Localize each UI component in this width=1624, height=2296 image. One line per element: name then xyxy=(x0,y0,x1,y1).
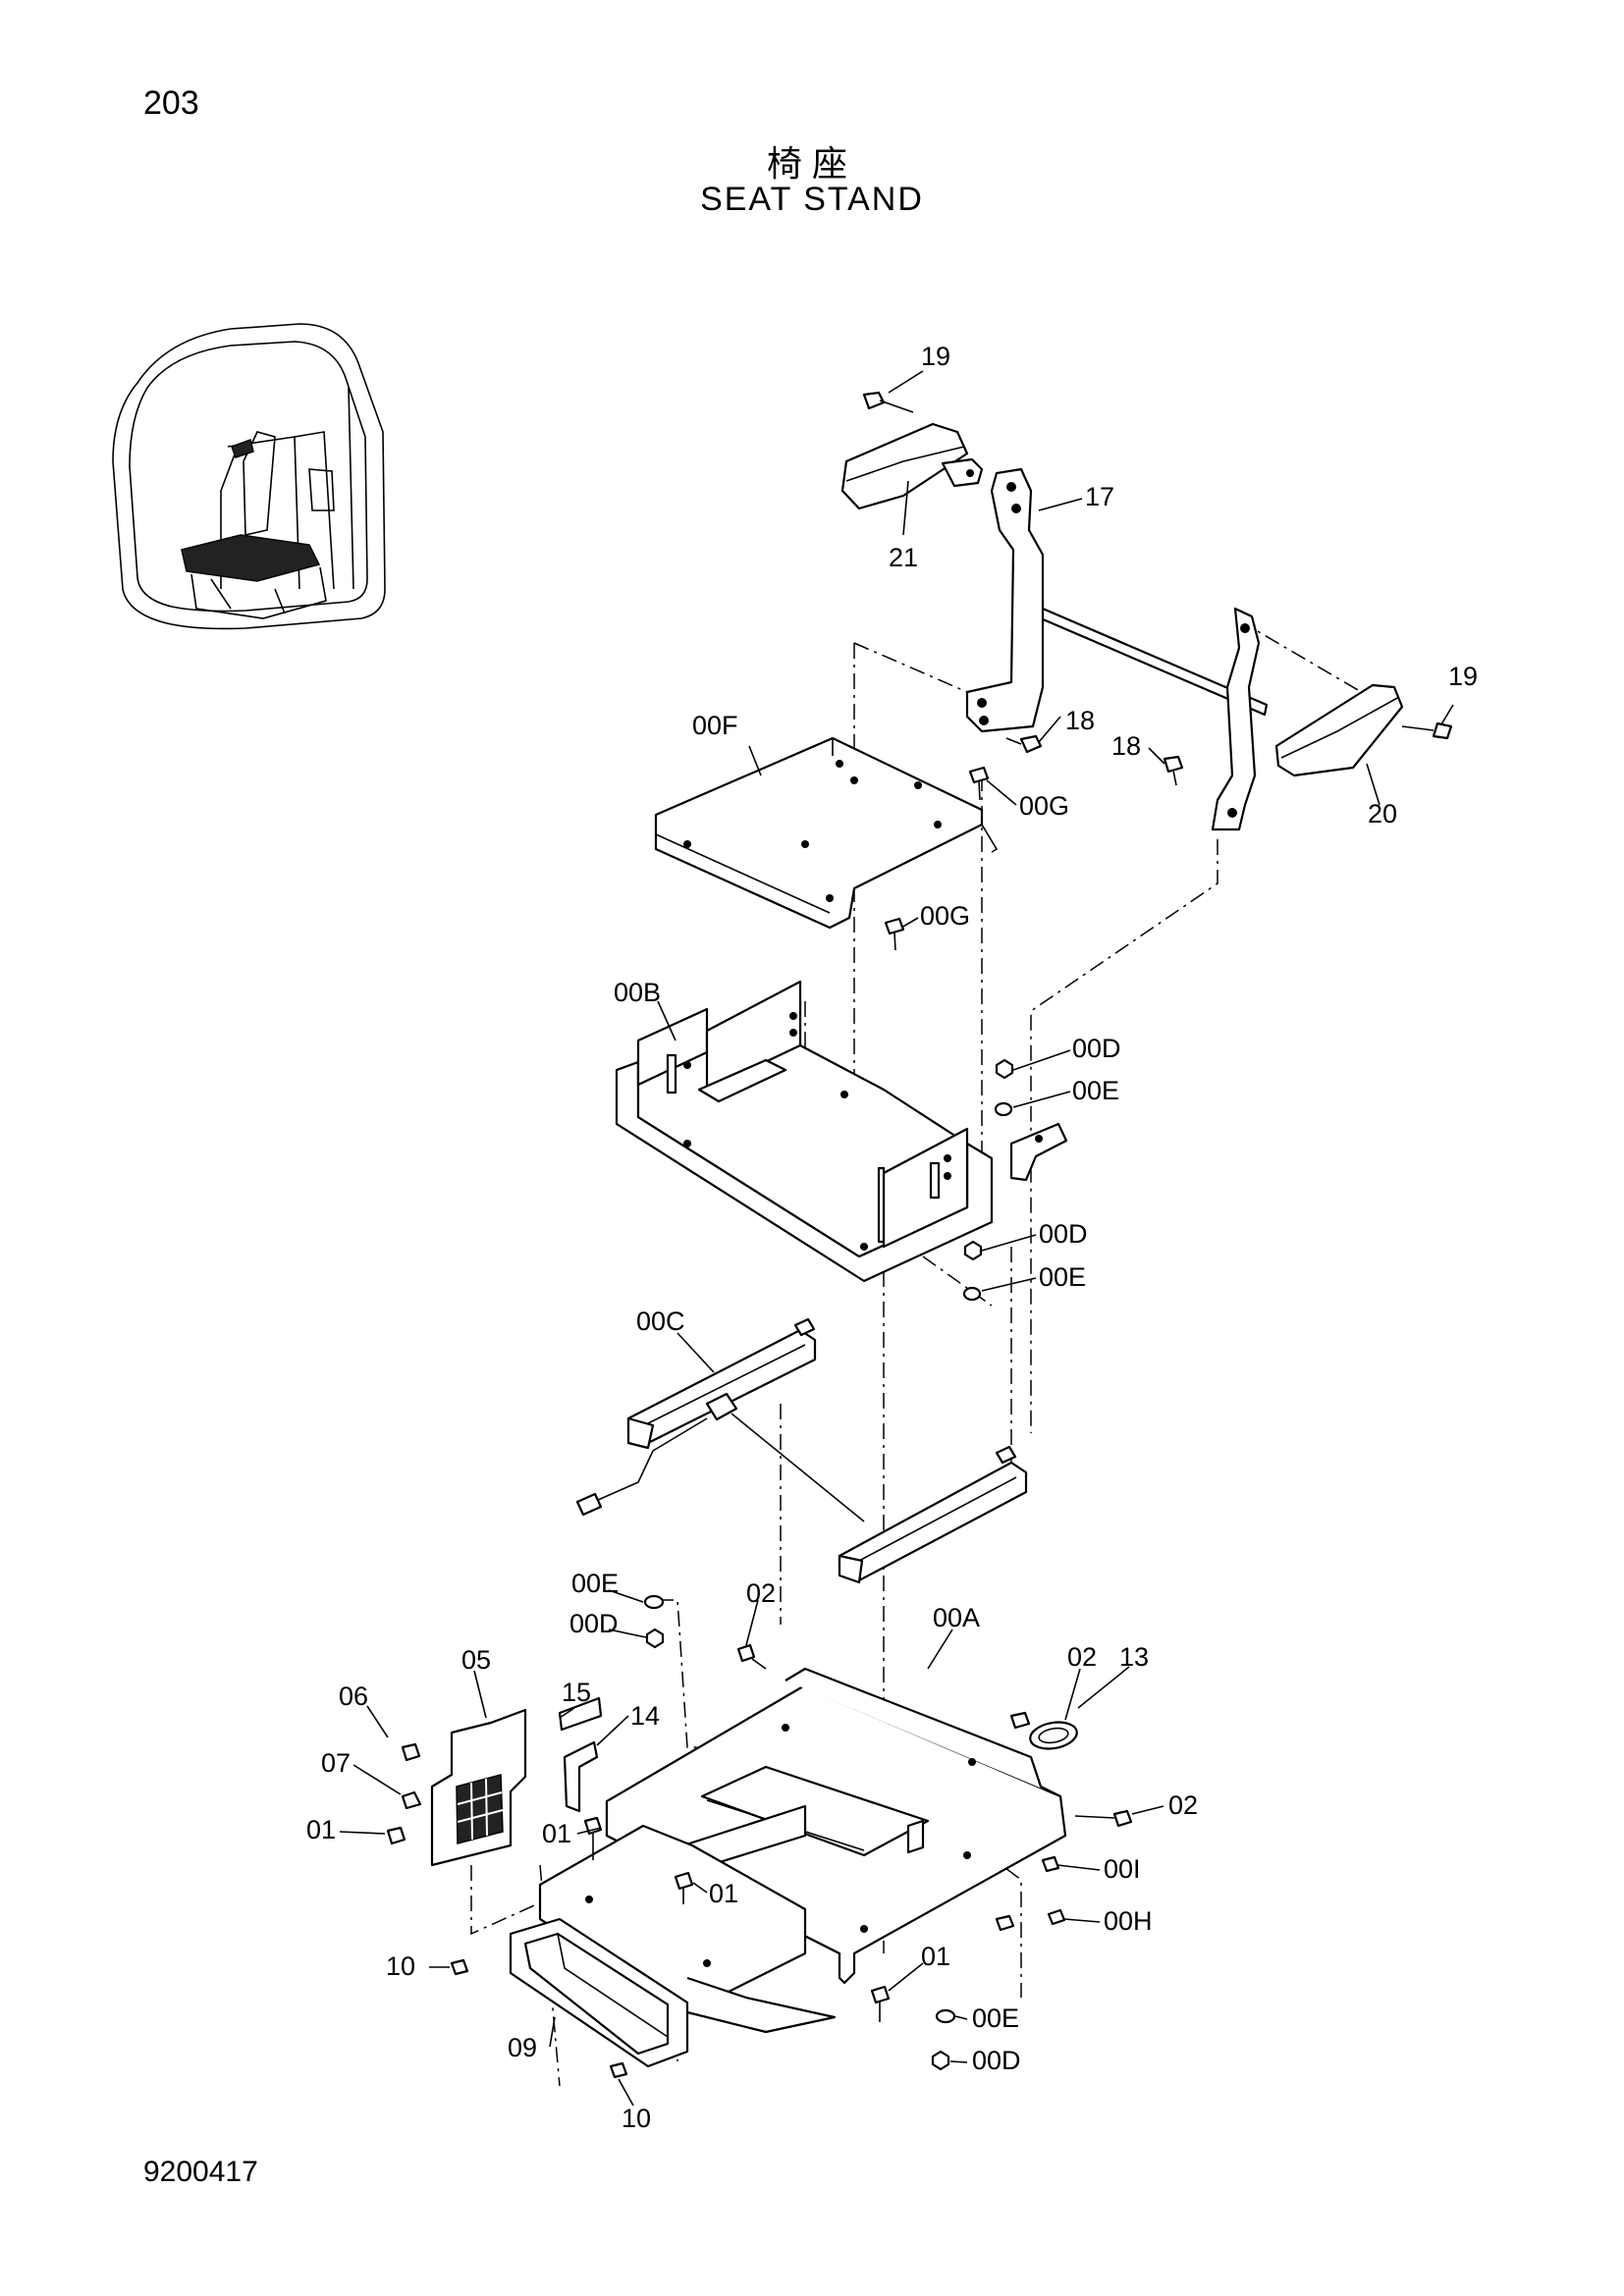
callout-05: 05 xyxy=(461,1645,491,1675)
callout-01-left: 01 xyxy=(306,1815,336,1844)
callout-20: 20 xyxy=(1368,799,1397,828)
part-13-cap xyxy=(1029,1721,1078,1750)
callout-02-right: 02 xyxy=(1168,1790,1198,1820)
callout-17: 17 xyxy=(1085,482,1114,511)
callout-18-right: 18 xyxy=(1111,731,1141,761)
callout-00A: 00A xyxy=(933,1603,980,1632)
callout-01-center: 01 xyxy=(542,1819,571,1848)
callout-00C: 00C xyxy=(636,1307,685,1336)
callout-10-bottom: 10 xyxy=(622,2104,651,2133)
callout-19-top: 19 xyxy=(921,342,950,371)
title-english: SEAT STAND xyxy=(700,181,924,218)
callout-01-lower: 01 xyxy=(921,1942,950,1971)
callout-06: 06 xyxy=(339,1682,368,1711)
callout-19-right: 19 xyxy=(1448,662,1478,691)
callout-00E-lower: 00E xyxy=(972,2003,1019,2033)
callout-00D-upper: 00D xyxy=(1072,1034,1121,1063)
callout-00E-upper: 00E xyxy=(1072,1076,1119,1105)
callout-02-right-top: 02 xyxy=(1067,1642,1097,1672)
callout-13: 13 xyxy=(1119,1642,1149,1672)
part-09-duct xyxy=(509,1917,689,2068)
nut-washer-hardware xyxy=(643,1058,1014,2071)
callout-labels: 19 17 21 19 18 18 20 00F 00G 00G 00B 00D… xyxy=(306,342,1478,2133)
callout-00F: 00F xyxy=(692,711,738,740)
callout-00D-middle: 00D xyxy=(1039,1219,1088,1249)
part-00B-seat-frame xyxy=(615,980,1068,1283)
part-00F-seat-plate xyxy=(654,736,999,930)
callout-leader-lines xyxy=(339,370,1454,2107)
bolt-hardware-lower xyxy=(386,1643,1133,2079)
callout-00G-upper: 00G xyxy=(1019,791,1069,821)
callout-00D-lower: 00D xyxy=(972,2046,1021,2075)
callout-00B: 00B xyxy=(614,978,661,1007)
callout-00D-left: 00D xyxy=(569,1609,619,1638)
callout-00G-lower: 00G xyxy=(920,901,970,931)
callout-01-front: 01 xyxy=(709,1879,738,1908)
callout-09: 09 xyxy=(508,2033,537,2062)
page-number: 203 xyxy=(143,84,199,122)
callout-00I: 00I xyxy=(1104,1854,1141,1884)
callout-00H: 00H xyxy=(1104,1906,1153,1936)
callout-02-top: 02 xyxy=(746,1578,776,1608)
part-05-grille xyxy=(456,1774,504,1844)
callout-18-left: 18 xyxy=(1065,706,1095,735)
callout-00E-left: 00E xyxy=(571,1569,619,1598)
figure-number: 9200417 xyxy=(143,2156,258,2188)
callout-07: 07 xyxy=(321,1748,351,1778)
bolt-hardware-upper xyxy=(862,391,1453,951)
part-20-armrest-right xyxy=(1274,683,1404,777)
callout-00E-middle: 00E xyxy=(1039,1262,1086,1292)
callout-21: 21 xyxy=(889,543,918,572)
callout-10-left: 10 xyxy=(386,1951,415,1981)
cab-location-thumbnail xyxy=(112,323,386,630)
part-21-armrest-left xyxy=(840,422,984,510)
part-00C-slide-rails xyxy=(575,1317,1028,1584)
callout-15: 15 xyxy=(562,1678,591,1707)
title-japanese: 椅座 xyxy=(766,144,857,185)
part-05-panel xyxy=(430,1708,527,1867)
callout-14: 14 xyxy=(630,1701,660,1731)
part-17-armrest-bracket xyxy=(965,467,1269,831)
part-14-15-shims xyxy=(558,1696,603,1813)
